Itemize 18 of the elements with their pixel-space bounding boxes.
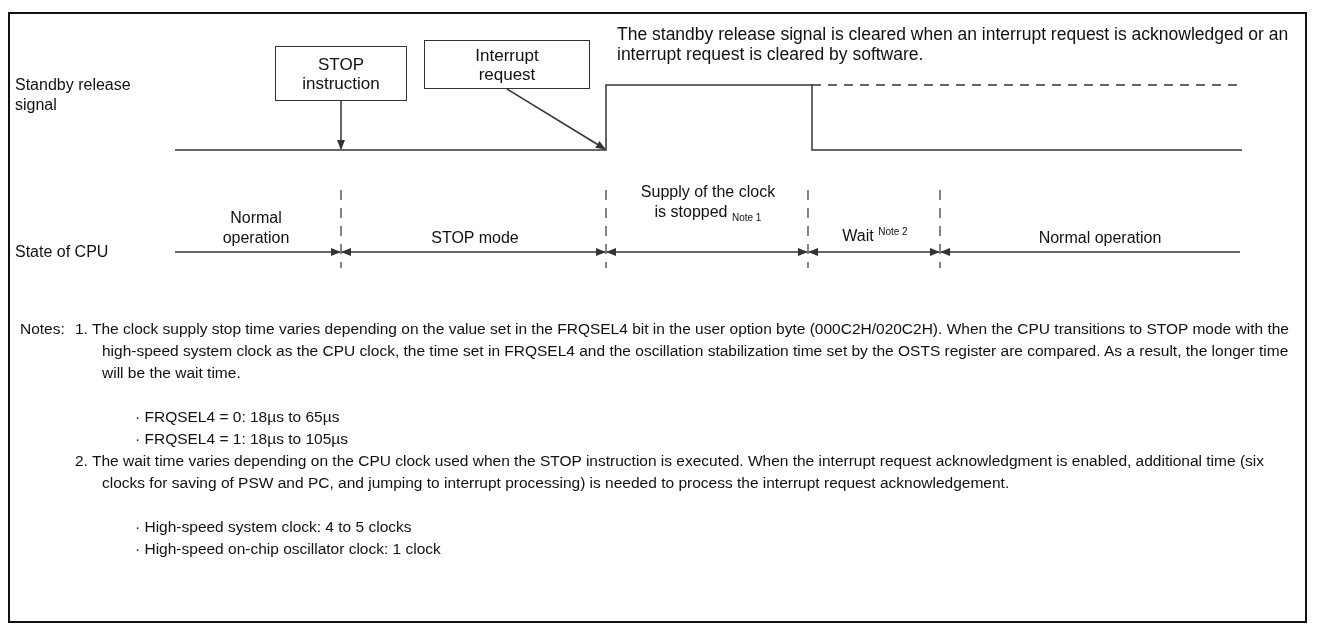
state-label: STOP mode (430, 228, 520, 248)
note-text: 2. The wait time varies depending on the CPU clock used when the STOP instruction is executed. When the interrupt request acknowledgment is enabled, additional time (six clocks for saving of PSW and PC, and jumping to interrupt processing) is needed to process the interrupt request acknowledgement. (75, 451, 1265, 493)
state-label: Normal operation (221, 208, 291, 248)
note-item: · FRQSEL4 = 1: 18µs to 105µs (135, 429, 349, 449)
arrow (337, 100, 345, 150)
signal-label: Standby release signal (15, 75, 132, 115)
note-item: · High-speed on-chip oscillator clock: 1 clock (135, 539, 442, 559)
callout-box: Interrupt request (424, 40, 590, 89)
state-label: Normal operation (1037, 228, 1163, 248)
note-item: · FRQSEL4 = 0: 18µs to 65µs (135, 407, 341, 427)
note-item: · High-speed system clock: 4 to 5 clocks (135, 517, 413, 537)
signal-label: State of CPU (15, 242, 110, 262)
arrow (506, 88, 606, 150)
annotation-text: The standby release signal is cleared when an interrupt request is acknowledged or an interrupt request is cleared by software. (617, 24, 1290, 64)
callout-box: STOP instruction (275, 46, 407, 101)
note-text: 1. The clock supply stop time varies depending on the value set in the FRQSEL4 bit in the user option byte (000C2H/020C2H). When the CPU transitions to STOP mode with the high-speed system clock as the CPU clock, the time set in FRQSEL4 and the oscillation stabilization time set by the OSTS register are compared. As a result, the longer time will be the wait time. (75, 319, 1290, 383)
state-label: Wait $^{Note 2}$ (841, 225, 909, 247)
state-label: Supply of the clock is stopped $_{Note 1}$ (640, 182, 776, 226)
